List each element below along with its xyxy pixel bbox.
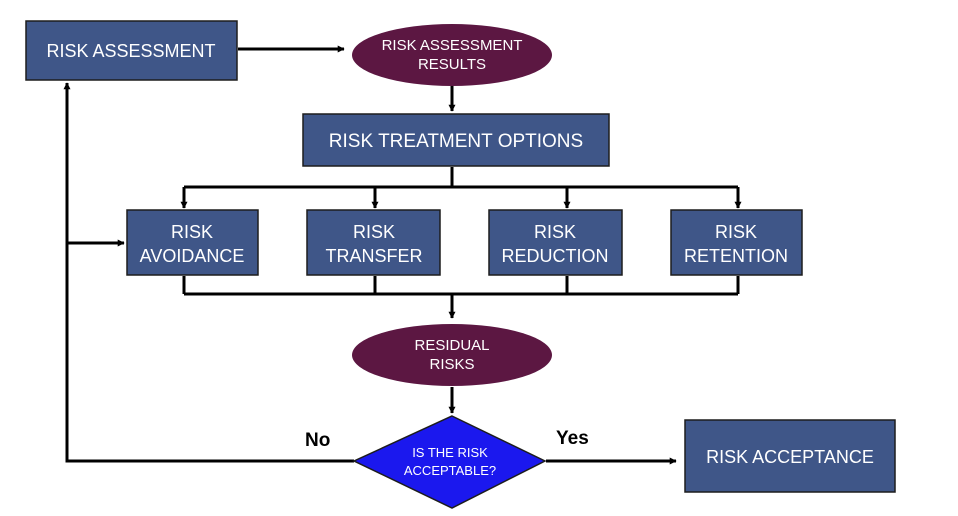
- node-treatment-label: RISK TREATMENT OPTIONS: [329, 131, 583, 152]
- node-results-label-line2: RESULTS: [418, 56, 486, 73]
- node-risk-retention: RISK RETENTION: [670, 209, 803, 276]
- node-transfer-label-line2: TRANSFER: [325, 246, 422, 266]
- node-risk-acceptance: RISK ACCEPTANCE: [684, 419, 896, 493]
- node-residual-label-line1: RESIDUAL: [414, 337, 489, 354]
- node-reduction-label-line2: REDUCTION: [502, 246, 609, 266]
- node-risk-assessment-label: RISK ASSESSMENT: [46, 41, 215, 61]
- node-risk-treatment-options: RISK TREATMENT OPTIONS: [302, 113, 610, 167]
- node-avoidance-label-line1: RISK: [171, 222, 213, 242]
- node-risk-transfer: RISK TRANSFER: [306, 209, 441, 276]
- node-risk-avoidance: RISK AVOIDANCE: [126, 209, 259, 276]
- node-transfer-label-line1: RISK: [353, 222, 395, 242]
- node-risk-assessment-results: RISK ASSESSMENT RESULTS: [352, 24, 552, 86]
- node-risk-reduction: RISK REDUCTION: [488, 209, 623, 276]
- node-residual-risks: RESIDUAL RISKS: [352, 324, 552, 386]
- edge-decision-no-loop: [63, 82, 354, 463]
- node-retention-label-line1: RISK: [715, 222, 757, 242]
- node-decision-label-line1: IS THE RISK: [412, 445, 488, 460]
- edge-label-no: No: [305, 430, 330, 451]
- node-acceptance-label: RISK ACCEPTANCE: [706, 447, 874, 467]
- node-decision-acceptable: IS THE RISK ACCEPTABLE?: [352, 415, 547, 509]
- node-decision-label-line2: ACCEPTABLE?: [404, 463, 496, 478]
- node-retention-label-line2: RETENTION: [684, 246, 788, 266]
- node-risk-assessment: RISK ASSESSMENT: [25, 20, 238, 81]
- node-reduction-label-line1: RISK: [534, 222, 576, 242]
- node-residual-label-line2: RISKS: [429, 356, 474, 373]
- edge-label-yes: Yes: [556, 428, 589, 449]
- node-avoidance-label-line2: AVOIDANCE: [140, 246, 245, 266]
- node-results-label-line1: RISK ASSESSMENT: [382, 37, 523, 54]
